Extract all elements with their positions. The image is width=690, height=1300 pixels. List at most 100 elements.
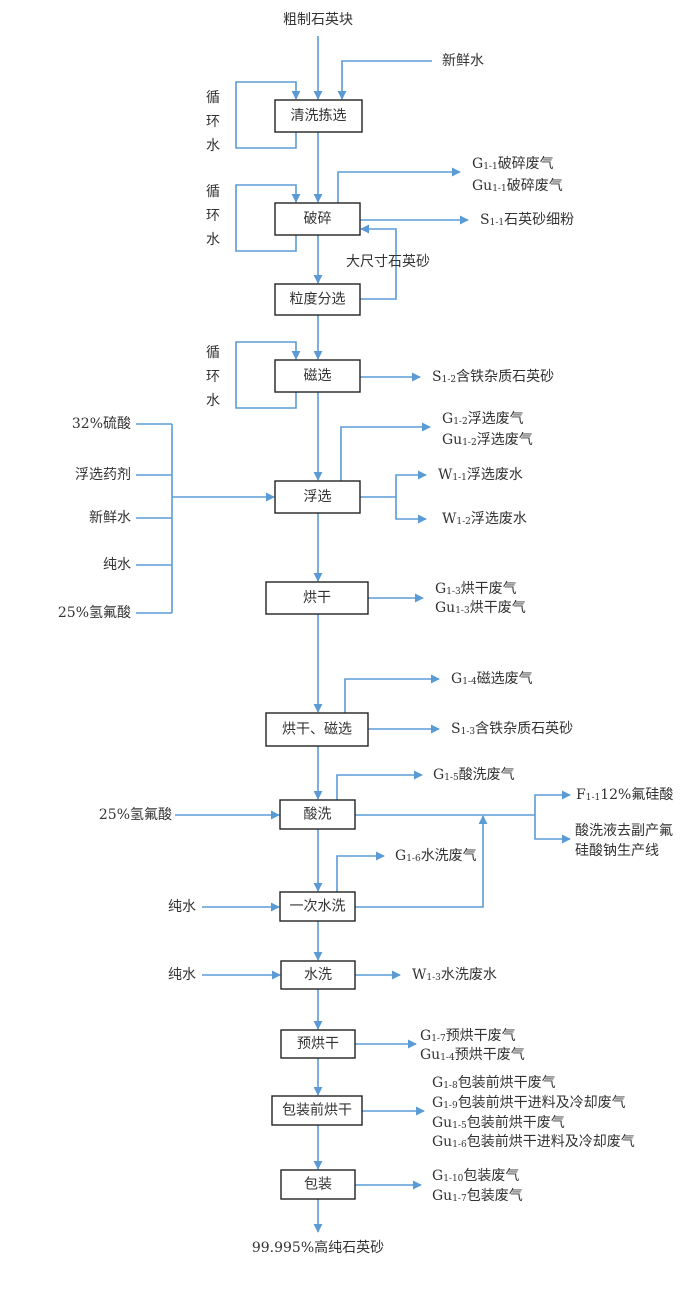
recycle-water-label: 循: [206, 184, 220, 200]
flow-lines: [136, 36, 571, 1233]
step-wash-sort: 清洗拣选: [274, 99, 363, 133]
first-wash-gas-arrow: [336, 851, 385, 892]
dry-magnetic-solid-label: S1-3含铁杂质石英砂: [451, 720, 573, 737]
step-box: [280, 960, 356, 990]
raw-material-label: 粗制石英块: [283, 11, 353, 28]
pre-dry-gas-gu: Gu1-4预烘干废气: [420, 1047, 525, 1063]
first-wash-gas-label: G1-6水洗废气: [395, 848, 477, 864]
step-label: 烘干: [303, 590, 331, 606]
final-product-label: 99.995%高纯石英砂: [252, 1239, 384, 1256]
dry-magnetic-gas-arrow: [344, 674, 440, 713]
step-dry: 烘干: [265, 581, 369, 615]
flotation-input-label: 25%氢氟酸: [58, 605, 131, 621]
crush-solid-label: S1-1石英砂细粉: [480, 211, 574, 228]
dry-gas-g: G1-3烘干废气: [435, 581, 517, 597]
step-box: [274, 99, 363, 133]
crush-gas-g: G1-1破碎废气: [472, 156, 554, 172]
flow-labels: 粗制石英块新鲜水循环水循环水循环水99.995%高纯石英砂G1-1破碎废气Gu1…: [58, 11, 673, 1256]
step-box: [280, 1169, 356, 1200]
crush-gas-arrow: [337, 167, 461, 203]
flotation-gas-g: G1-2浮选废气: [442, 411, 524, 427]
pre-pack-gas-label: Gu1-6包装前烘干进料及冷却废气: [432, 1133, 635, 1150]
fresh-water-arrow: [337, 60, 432, 100]
step-crush: 破碎: [274, 202, 361, 236]
recycle-water-label: 环: [206, 369, 220, 385]
flotation-input-label: 浮选药剂: [75, 467, 131, 483]
step-box: [265, 712, 369, 747]
flotation-water-1: W1-1浮选废水: [438, 467, 523, 483]
acid-gas-label: G1-5酸洗废气: [433, 767, 515, 783]
step-box: [271, 1095, 363, 1126]
acid-dest-label: 硅酸钠生产线: [575, 843, 659, 859]
acid-byproduct-arrow: [534, 790, 571, 815]
flotation-water-2: W1-2浮选废水: [442, 511, 527, 527]
dry-magnetic-gas-label: G1-4磁选废气: [451, 671, 533, 687]
pre-pack-gas-label: Gu1-5包装前烘干废气: [432, 1114, 565, 1131]
flotation-input-label: 新鲜水: [89, 510, 131, 526]
step-pre-pack-dry: 包装前烘干: [271, 1095, 363, 1126]
recycle-water-label: 水: [206, 138, 220, 154]
step-box: [274, 359, 361, 393]
recycle-water-loop-crush: [235, 184, 301, 252]
step-label: 破碎: [304, 211, 332, 227]
recycle-water-label: 水: [206, 393, 220, 409]
acid-input-label: 25%氢氟酸: [99, 807, 172, 823]
pack-gas-gu: Gu1-7包装废气: [432, 1188, 523, 1204]
flotation-water-arrow-2: [395, 497, 427, 524]
first-wash-input-label: 纯水: [168, 899, 196, 915]
acid-byproduct-label: F1-112%氟硅酸: [576, 787, 673, 803]
recycle-water-loop-magnetic: [235, 341, 301, 409]
step-box: [274, 480, 361, 514]
step-label: 一次水洗: [290, 899, 346, 915]
acid-gas-arrow: [336, 770, 423, 800]
step-size-sort: 粒度分选: [274, 283, 361, 316]
recycle-water-label: 环: [206, 208, 220, 224]
acid-dest-arrow: [534, 815, 571, 844]
step-label: 水洗: [304, 967, 332, 983]
water-wash-input-label: 纯水: [168, 967, 196, 983]
flotation-gas-arrow: [340, 422, 431, 481]
step-label: 粒度分选: [290, 292, 346, 308]
step-label: 浮选: [304, 489, 332, 505]
oversize-sand-label: 大尺寸石英砂: [346, 253, 430, 270]
flotation-water-arrow-1: [360, 470, 427, 498]
step-box: [279, 799, 356, 830]
step-magnetic: 磁选: [274, 359, 361, 393]
step-flotation: 浮选: [274, 480, 361, 514]
flotation-input-label: 32%硫酸: [72, 416, 131, 432]
water-wash-water-label: W1-3水洗废水: [412, 967, 497, 983]
pack-gas-g: G1-10包装废气: [432, 1168, 519, 1184]
flotation-gas-gu: Gu1-2浮选废气: [442, 432, 533, 448]
step-box: [274, 202, 361, 236]
step-water-wash: 水洗: [280, 960, 356, 990]
step-box: [280, 1029, 356, 1059]
pre-pack-gas-label: G1-9包装前烘干进料及冷却废气: [432, 1094, 626, 1111]
step-box: [279, 891, 356, 922]
first-wash-to-acid-arrow: [355, 815, 488, 908]
step-label: 磁选: [304, 368, 332, 384]
pre-dry-gas-g: G1-7预烘干废气: [420, 1028, 516, 1044]
pre-pack-gas-label: G1-8包装前烘干废气: [432, 1074, 556, 1091]
step-dry-magnetic: 烘干、磁选: [265, 712, 369, 747]
crush-gas-gu: Gu1-1破碎废气: [472, 178, 563, 194]
fresh-water-label: 新鲜水: [442, 53, 484, 69]
step-label: 清洗拣选: [291, 108, 347, 124]
step-acid-wash: 酸洗: [279, 799, 356, 830]
step-label: 预烘干: [297, 1036, 339, 1052]
step-label: 烘干、磁选: [282, 722, 352, 738]
flotation-input-label: 纯水: [103, 557, 131, 573]
magnetic-solid-label: S1-2含铁杂质石英砂: [432, 368, 554, 385]
step-label: 酸洗: [304, 807, 332, 823]
recycle-water-loop-wash: [235, 81, 301, 149]
oversize-return-arrow: [360, 224, 397, 300]
recycle-water-label: 循: [206, 345, 220, 361]
step-label: 包装前烘干: [282, 1102, 352, 1119]
dry-gas-gu: Gu1-3烘干废气: [435, 600, 526, 616]
step-pack: 包装: [280, 1169, 356, 1200]
step-box: [265, 581, 369, 615]
recycle-water-label: 环: [206, 114, 220, 130]
acid-dest-label: 酸洗液去副产氟: [575, 823, 673, 839]
step-first-water-wash: 一次水洗: [279, 891, 356, 922]
